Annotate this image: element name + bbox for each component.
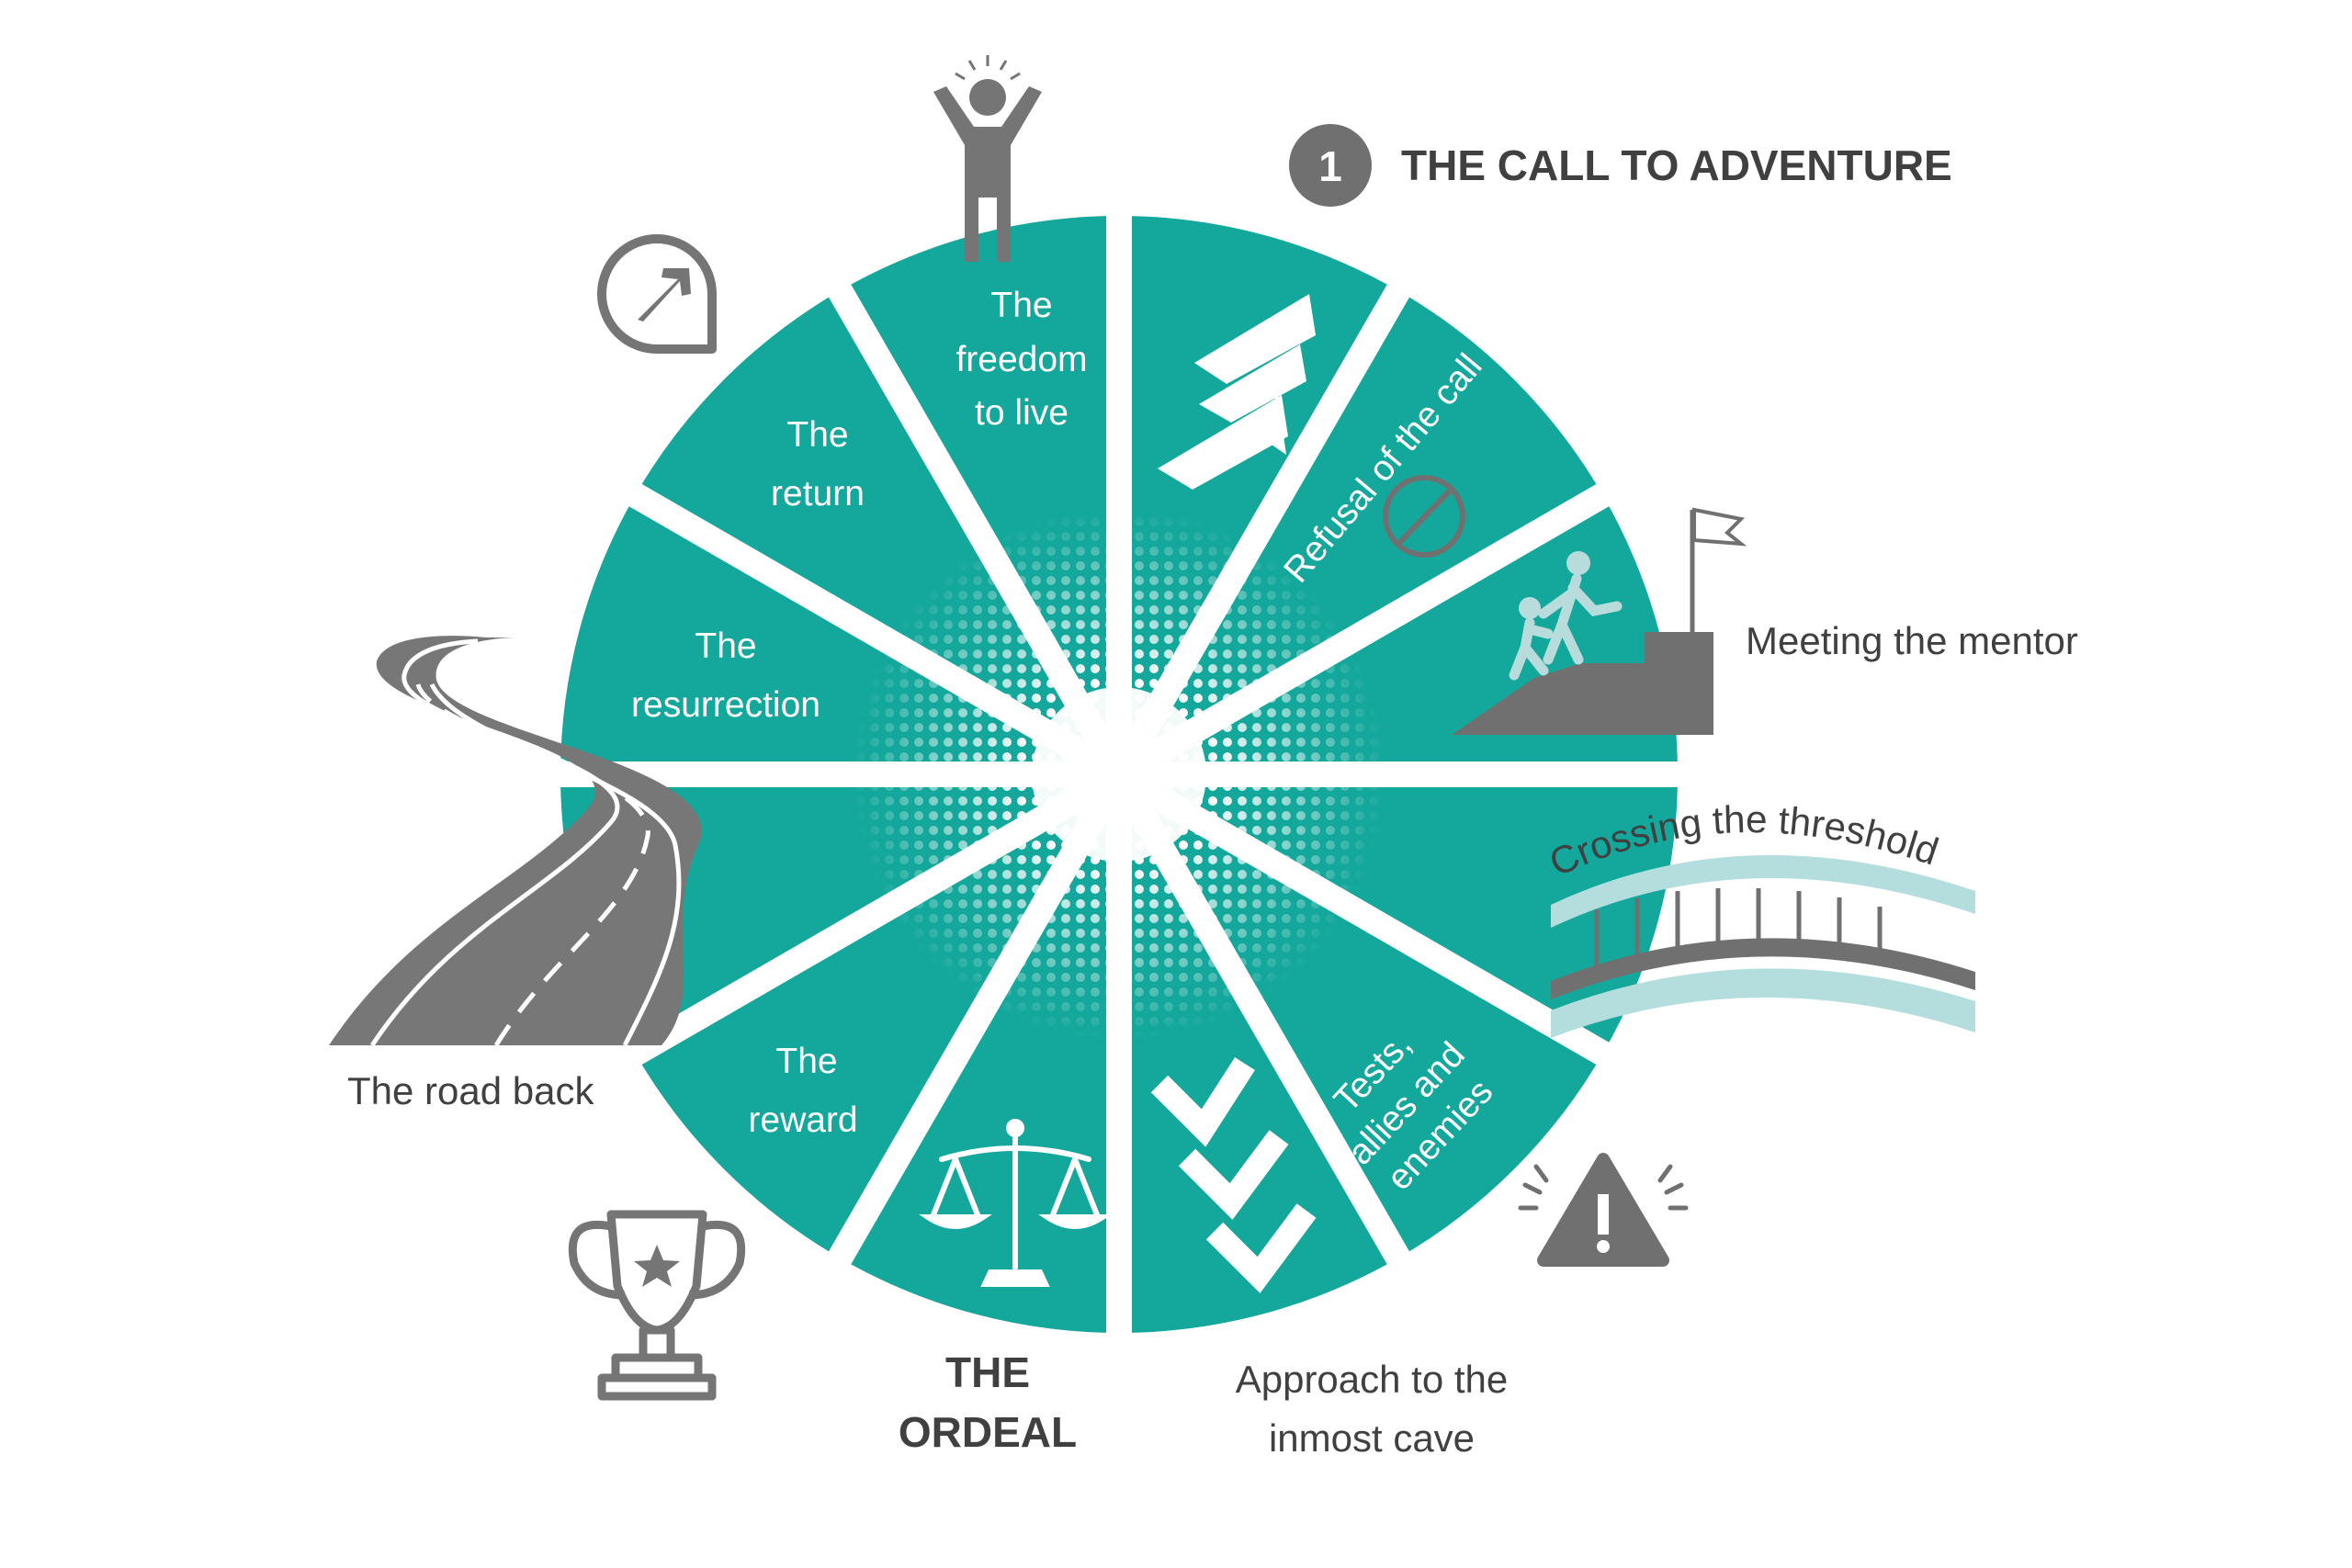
- freedom-line-1: The: [990, 286, 1052, 325]
- wheel-spoke: [1112, 762, 1618, 1070]
- label-meeting-mentor: Meeting the mentor: [1746, 619, 2078, 662]
- climbers-flag-icon: [1452, 507, 1747, 735]
- freedom-line-2: freedom: [956, 340, 1087, 379]
- chevrons-down-icon: [1150, 1056, 1317, 1293]
- person-arms-raised-icon: [933, 55, 1042, 262]
- approach-line-1: Approach to the: [1236, 1358, 1509, 1401]
- home-location-pin-icon: [597, 234, 717, 354]
- step-number-badge: [1289, 124, 1372, 207]
- header-title: THE CALL TO ADVENTURE: [1401, 141, 1952, 189]
- header: 1 THE CALL TO ADVENTURE: [1289, 124, 1952, 207]
- approach-line-2: inmost cave: [1269, 1416, 1475, 1460]
- segment-reward-label: The reward: [748, 1042, 857, 1140]
- wheel-spoke: [620, 479, 1126, 786]
- balance-scales-icon: [919, 1119, 1112, 1287]
- wheel-spoke: [823, 767, 1131, 1273]
- wheel-spoke: [620, 762, 1126, 1070]
- ordeal-line-2: ORDEAL: [899, 1408, 1077, 1456]
- segment-freedom-label: The freedom to live: [956, 286, 1087, 433]
- resurrection-line-1: The: [695, 626, 756, 666]
- prohibited-icon: [1383, 475, 1465, 558]
- ordeal-line-1: THE: [945, 1348, 1030, 1396]
- wheel-spoke: [1107, 276, 1415, 782]
- label-approach: Approach to the inmost cave: [1236, 1358, 1509, 1460]
- warning-triangle-icon: [1518, 1153, 1689, 1267]
- segment-return-label: The return: [771, 415, 865, 513]
- resurrection-line-2: resurrection: [631, 685, 820, 725]
- reward-line-1: The: [775, 1042, 837, 1081]
- wheel-spoke: [1112, 479, 1618, 786]
- trophy-star-icon: [568, 1210, 746, 1401]
- step-number: 1: [1318, 142, 1342, 190]
- segment-resurrection-label: The resurrection: [631, 626, 820, 725]
- wheel-spokes: [551, 207, 1687, 1342]
- return-line-2: return: [771, 474, 865, 513]
- chevrons-up-icon: [1158, 294, 1316, 490]
- label-road-back: The road back: [347, 1069, 594, 1112]
- freedom-line-3: to live: [975, 393, 1069, 433]
- label-ordeal: THE ORDEAL: [899, 1348, 1077, 1456]
- return-line-1: The: [786, 415, 848, 455]
- winding-road-icon: [329, 636, 702, 1047]
- wheel-spoke: [1107, 767, 1415, 1273]
- wheel-spoke: [823, 276, 1131, 782]
- bridge-icon: [1551, 854, 1975, 1038]
- reward-line-2: reward: [748, 1100, 857, 1140]
